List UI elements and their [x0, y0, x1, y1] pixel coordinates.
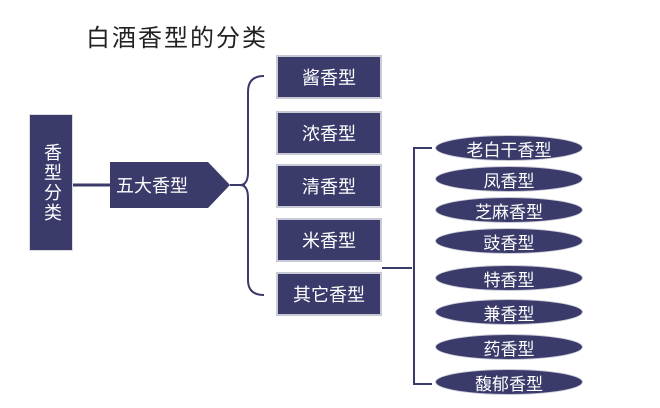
root-label: 香型分类 [41, 142, 62, 223]
diagram-title: 白酒香型的分类 [86, 24, 268, 52]
category-node-4: 米香型 [276, 218, 382, 262]
subtype-node-2: 凤香型 [435, 166, 583, 192]
category-node-3: 清香型 [276, 164, 382, 208]
category-node-5: 其它香型 [276, 272, 382, 316]
subtype-node-4: 豉香型 [435, 228, 583, 254]
subtype-node-6: 兼香型 [435, 299, 583, 325]
subtype-node-3: 芝麻香型 [435, 197, 583, 223]
five-types-node: 五大香型 [110, 162, 230, 208]
category-node-2: 浓香型 [276, 111, 382, 155]
subtype-node-8: 馥郁香型 [435, 369, 583, 395]
root-node: 香型分类 [29, 114, 73, 251]
five-types-label: 五大香型 [116, 176, 188, 197]
arrow-shape [110, 162, 230, 208]
subtype-node-7: 药香型 [435, 334, 583, 360]
subtype-node-1: 老白干香型 [435, 135, 583, 161]
subtype-node-5: 特香型 [435, 265, 583, 291]
category-node-1: 酱香型 [276, 55, 382, 99]
